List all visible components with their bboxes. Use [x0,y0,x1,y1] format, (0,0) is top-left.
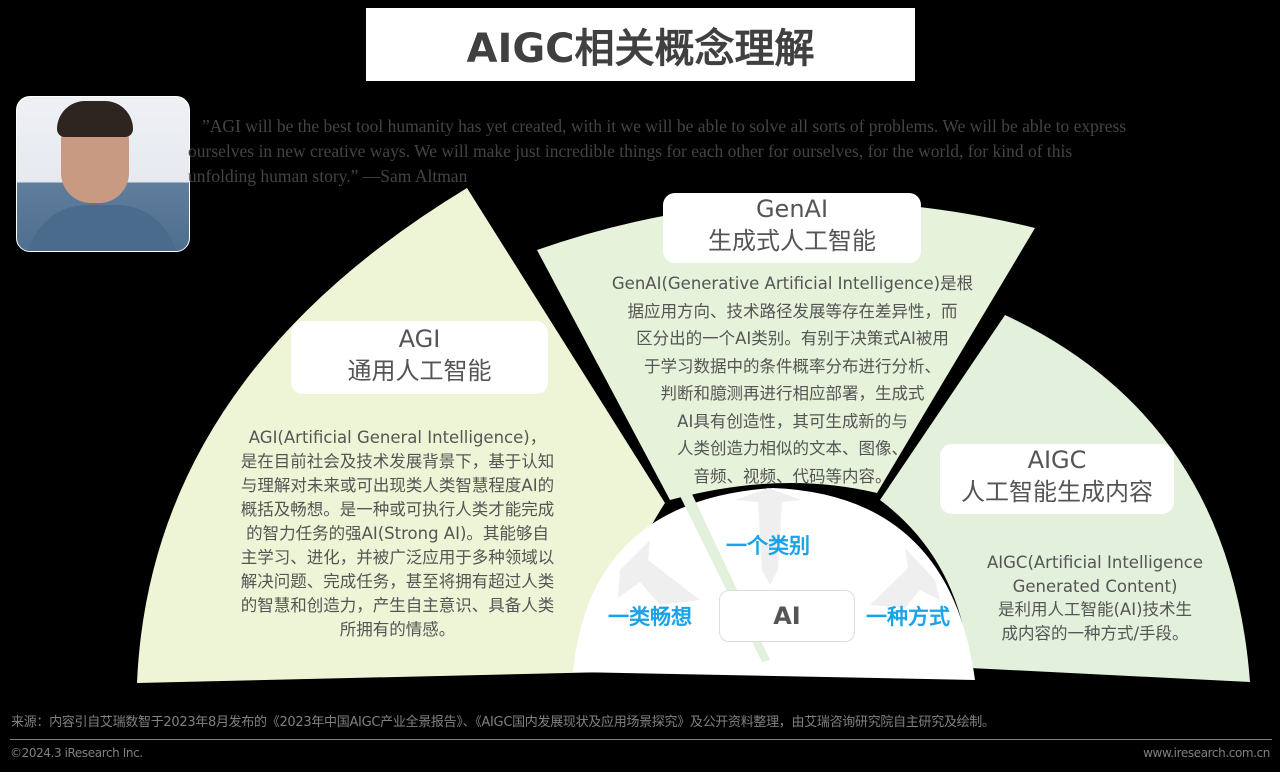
agi-label-box: AGI 通用人工智能 [291,321,548,394]
arrow-left-label: 一类畅想 [608,605,692,629]
arrow-up-label: 一个类别 [726,534,810,558]
genai-title-cn: 生成式人工智能 [708,227,876,255]
arrow-right-icon [870,548,940,608]
fan-diagram [137,188,1250,683]
genai-title-en: GenAI [755,195,829,223]
genai-description: GenAI(Generative Artificial Intelligence… [611,274,974,486]
ai-core-box: AI [719,590,855,642]
genai-segment [537,201,1035,500]
agi-segment [137,188,665,683]
aigc-title-cn: 人工智能生成内容 [961,478,1153,506]
agi-title-cn: 通用人工智能 [347,357,492,385]
ai-core-label: AI [773,602,801,630]
arrow-up-icon [735,488,802,585]
quote-line-3: unfolding human story.” —Sam Altman [188,166,468,186]
aigc-title-en: AIGC [1027,446,1087,474]
footer-divider [10,739,1272,740]
genai-label-box: GenAI 生成式人工智能 [663,193,921,263]
copyright: ©2024.3 iResearch Inc. [10,746,143,760]
quote-line-1: ”AGI will be the best tool humanity has … [202,116,1127,136]
aigc-label-box: AIGC 人工智能生成内容 [940,444,1174,514]
speaker-photo [16,96,190,252]
page-title: AIGC相关概念理解 [466,25,815,72]
arrow-left-icon [618,540,700,605]
arrow-right-label: 一种方式 [866,605,950,629]
agi-title-en: AGI [398,325,441,353]
source-note: 来源：内容引自艾瑞数智于2023年8月发布的《2023年中国AIGC产业全景报告… [11,715,995,730]
center-disc [573,488,975,680]
aigc-description: AIGC(Artificial Intelligence Generated C… [986,553,1203,643]
quote-line-2: ourselves in new creative ways. We will … [188,141,1073,161]
agi-description: AGI(Artificial General Intelligence)， 是在… [240,428,555,639]
website-link[interactable]: www.iresearch.com.cn [1143,746,1270,760]
title-banner: AIGC相关概念理解 [366,8,915,81]
quote-block: ”AGI will be the best tool humanity has … [188,114,1263,189]
